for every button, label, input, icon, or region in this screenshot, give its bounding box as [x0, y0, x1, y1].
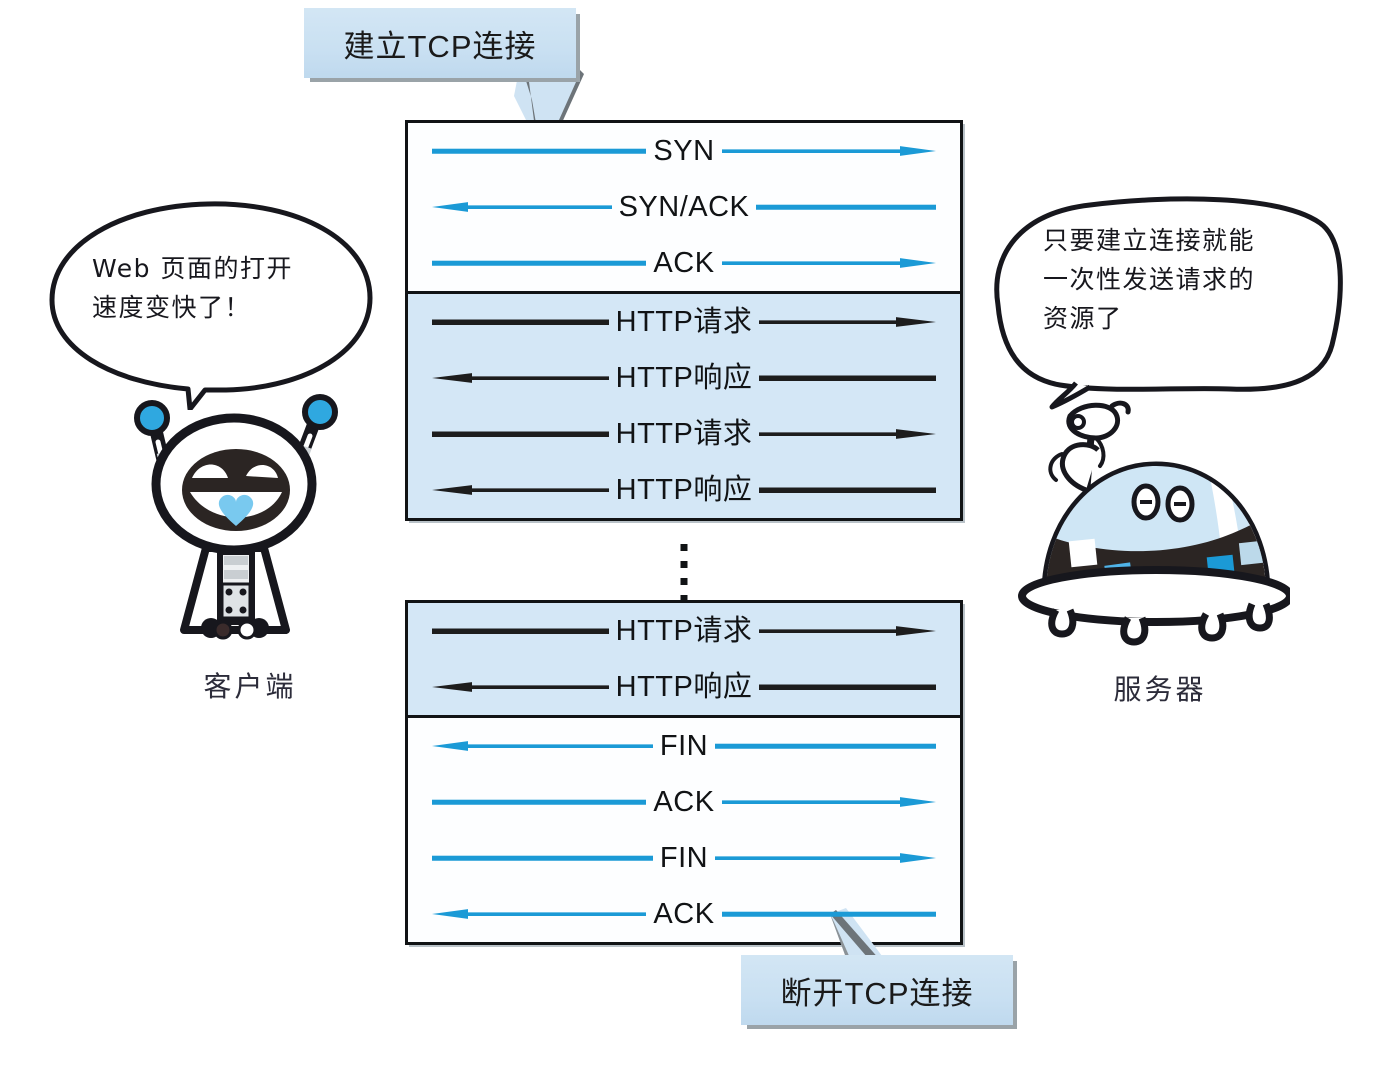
- message-row-fin-2: FIN: [408, 830, 960, 886]
- callout-establish-tcp: 建立TCP连接: [304, 8, 576, 78]
- arrow-shaft-left: [432, 148, 666, 154]
- message-label-http-request: HTTP请求: [608, 419, 760, 449]
- arrow-shaft-right: [712, 487, 936, 493]
- arrow-head-right: [712, 429, 936, 439]
- message-label-http-request: HTTP请求: [608, 616, 760, 646]
- arrow-head-left: [432, 373, 656, 383]
- callout-close-tcp-label: 断开TCP连接: [780, 975, 974, 1011]
- message-row-fin-1: FIN: [408, 718, 960, 774]
- block-http-exchange-2: HTTP请求 HTTP响应: [408, 603, 960, 715]
- speech-bubble-client-text: Web 页面的打开 速度变快了！: [92, 254, 293, 322]
- block-tcp-teardown: FIN ACK: [408, 715, 960, 942]
- speech-bubble-client: [49, 201, 373, 410]
- arrow-head-right: [712, 626, 936, 636]
- arrow-head-right: [702, 146, 936, 156]
- arrow-head-left: [432, 741, 666, 751]
- arrow-shaft-left: [432, 431, 656, 437]
- message-row-ack-2: ACK: [408, 886, 960, 942]
- message-row-http-response-1: HTTP响应: [408, 350, 960, 406]
- continuation-ellipsis: [680, 544, 688, 602]
- callout-close-tcp: 断开TCP连接: [741, 955, 1013, 1025]
- arrow-shaft-right: [702, 911, 936, 917]
- arrow-shaft-left: [432, 319, 656, 325]
- message-row-http-response-2: HTTP响应: [408, 462, 960, 518]
- message-row-ack: ACK: [408, 235, 960, 291]
- arrow-head-right: [702, 258, 936, 268]
- message-label-syn-ack: SYN/ACK: [611, 192, 757, 222]
- sequence-group-connection-and-requests: SYN SYN/ACK: [405, 120, 963, 521]
- arrow-shaft-right: [702, 743, 936, 749]
- arrow-head-left: [432, 202, 666, 212]
- arrow-head-left: [432, 682, 656, 692]
- arrow-shaft-left: [432, 260, 666, 266]
- message-row-syn-ack: SYN/ACK: [408, 179, 960, 235]
- arrow-head-right: [712, 317, 936, 327]
- message-row-ack-1: ACK: [408, 774, 960, 830]
- message-row-syn: SYN: [408, 123, 960, 179]
- ellipsis-dot: [680, 595, 688, 602]
- message-label-ack: ACK: [646, 787, 722, 817]
- message-label-fin: FIN: [652, 731, 716, 761]
- arrow-shaft-right: [712, 684, 936, 690]
- block-tcp-handshake: SYN SYN/ACK: [408, 123, 960, 291]
- arrow-head-right: [702, 853, 936, 863]
- server-robot-illustration: [1018, 400, 1290, 646]
- message-label-http-response: HTTP响应: [608, 672, 760, 702]
- message-label-syn: SYN: [646, 136, 722, 166]
- arrow-shaft-left: [432, 628, 656, 634]
- message-row-http-request-2: HTTP请求: [408, 406, 960, 462]
- block-http-exchange-1: HTTP请求 HTTP响应: [408, 291, 960, 518]
- sequence-frame: SYN SYN/ACK: [405, 120, 963, 945]
- message-row-http-request-final: HTTP请求: [408, 603, 960, 659]
- arrow-head-left: [432, 485, 656, 495]
- ellipsis-dot: [680, 578, 688, 585]
- message-label-http-request: HTTP请求: [608, 307, 760, 337]
- message-row-http-response-final: HTTP响应: [408, 659, 960, 715]
- message-label-http-response: HTTP响应: [608, 363, 760, 393]
- arrow-shaft-right: [702, 204, 936, 210]
- message-row-http-request-1: HTTP请求: [408, 294, 960, 350]
- arrow-shaft-left: [432, 799, 666, 805]
- arrow-shaft-left: [432, 855, 666, 861]
- client-robot-illustration: [134, 394, 338, 640]
- ellipsis-dot: [680, 544, 688, 551]
- ellipsis-dot: [680, 561, 688, 568]
- arrow-head-left: [432, 909, 666, 919]
- message-label-http-response: HTTP响应: [608, 475, 760, 505]
- message-label-fin: FIN: [652, 843, 716, 873]
- callout-establish-tcp-label: 建立TCP连接: [343, 28, 537, 64]
- speech-bubble-server: [994, 196, 1343, 410]
- client-caption: 客户端: [203, 671, 297, 702]
- arrow-shaft-right: [712, 375, 936, 381]
- arrow-head-right: [702, 797, 936, 807]
- speech-bubble-server-text: 只要建立连接就能 一次性发送请求的 资源了: [1043, 226, 1256, 333]
- server-caption: 服务器: [1113, 674, 1207, 705]
- sequence-group-final-requests-and-teardown: HTTP请求 HTTP响应: [405, 600, 963, 945]
- message-label-ack: ACK: [646, 899, 722, 929]
- message-label-ack: ACK: [646, 248, 722, 278]
